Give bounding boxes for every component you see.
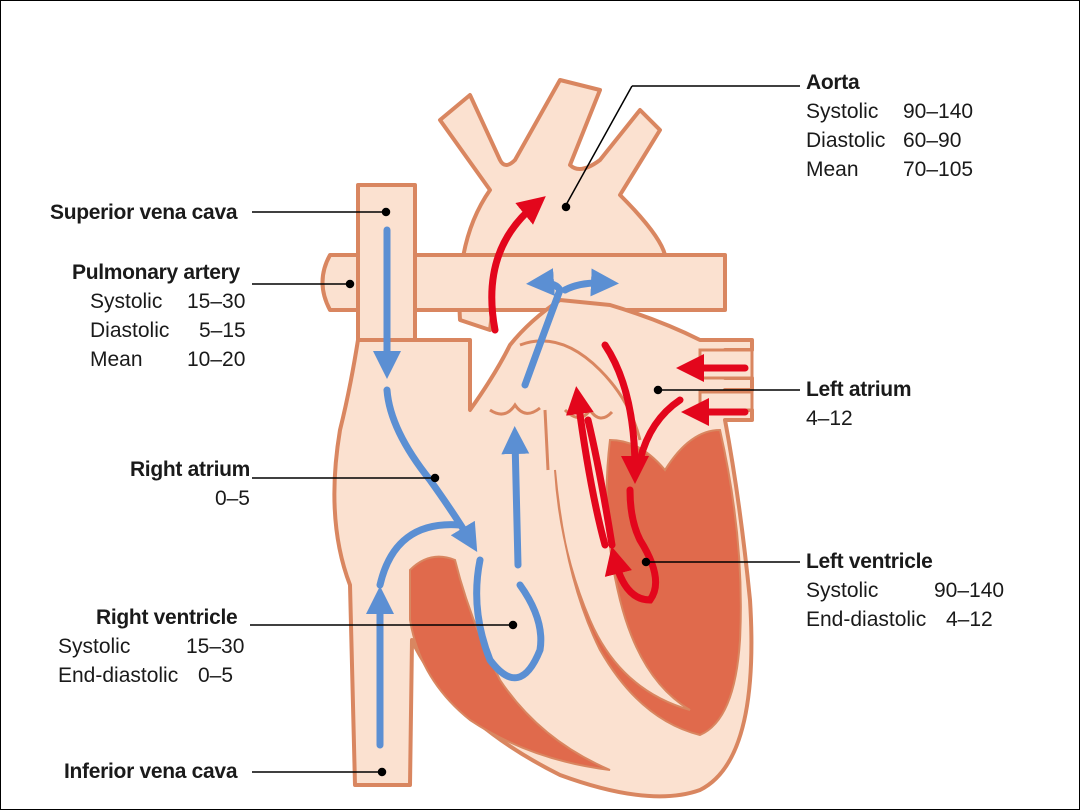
aorta-mean-value: 70–105 bbox=[903, 158, 974, 181]
pa-diastolic-value: 5–15 bbox=[199, 319, 246, 342]
right-ventricle-title: Right ventricle bbox=[96, 606, 238, 629]
right-atrium-title: Right atrium bbox=[129, 458, 250, 481]
label-pulmonary-artery: Pulmonary artery Systolic 15–30 Diastolic… bbox=[72, 258, 246, 374]
pa-mean-key: Mean bbox=[90, 348, 143, 371]
pulmonary-trunk bbox=[320, 253, 727, 312]
deoxygenated-flow bbox=[366, 226, 619, 749]
right-ventricle-wall bbox=[409, 555, 611, 771]
rv-end-diastolic-key: End-diastolic bbox=[58, 664, 179, 687]
la-flow-arrow-2 bbox=[636, 396, 684, 464]
left-ventricle-title: Left ventricle bbox=[806, 550, 933, 573]
rv-end-diastolic-value: 0–5 bbox=[198, 664, 234, 687]
ventricular-myocardium bbox=[554, 428, 742, 737]
lv-systolic-key: Systolic bbox=[806, 579, 879, 602]
rv-systolic-key: Systolic bbox=[58, 635, 131, 658]
label-aorta: Aorta Systolic 90–140 Diastolic 60–90 Mean… bbox=[806, 68, 973, 184]
oxygenated-flow bbox=[488, 196, 749, 604]
svc-title: Superior vena cava bbox=[50, 201, 238, 224]
left-atrium-value: 4–12 bbox=[806, 407, 853, 430]
pa-diastolic-key: Diastolic bbox=[90, 319, 170, 342]
aorta-systolic-value: 90–140 bbox=[903, 100, 974, 123]
label-left-atrium: Left atrium 4–12 bbox=[806, 375, 912, 433]
pulmonary-valve bbox=[489, 402, 541, 416]
lv-outflow-arrow-2 bbox=[584, 416, 616, 549]
pa-mean-value: 10–20 bbox=[187, 348, 246, 371]
label-right-atrium: Right atrium 0–5 bbox=[110, 455, 250, 513]
ivc-to-ra-arrow bbox=[376, 521, 464, 589]
pulmonary-veins bbox=[698, 348, 754, 412]
lv-end-diastolic-key: End-diastolic bbox=[806, 608, 927, 631]
aorta-title: Aorta bbox=[806, 71, 860, 94]
pa-systolic-key: Systolic bbox=[90, 290, 163, 313]
ivc-title: Inferior vena cava bbox=[64, 760, 238, 783]
tricuspid-arrow bbox=[473, 556, 545, 682]
aorta-systolic-key: Systolic bbox=[806, 100, 879, 123]
lv-flow-arrow bbox=[604, 486, 660, 604]
rv-systolic-value: 15–30 bbox=[186, 635, 245, 658]
pa-left-branch-arrow bbox=[526, 268, 564, 297]
aorta-diastolic-value: 60–90 bbox=[903, 129, 962, 152]
pulmonary-outflow-arrow bbox=[521, 286, 564, 389]
aorta-diastolic-key: Diastolic bbox=[806, 129, 886, 152]
pa-systolic-value: 15–30 bbox=[187, 290, 246, 313]
pa-right-branch-arrow bbox=[561, 268, 619, 297]
lv-systolic-value: 90–140 bbox=[934, 579, 1005, 602]
label-superior-vena-cava: Superior vena cava bbox=[50, 198, 238, 227]
lv-outflow-arrow bbox=[565, 386, 609, 549]
label-right-ventricle: Right ventricle Systolic 15–30 End-diasto… bbox=[58, 603, 244, 690]
label-left-ventricle: Left ventricle Systolic 90–140 End-diasto… bbox=[806, 547, 1004, 634]
rv-outflow-arrow bbox=[501, 426, 530, 569]
lv-end-diastolic-value: 4–12 bbox=[946, 608, 993, 631]
aorta-mean-key: Mean bbox=[806, 158, 859, 181]
la-flow-arrow bbox=[601, 341, 649, 484]
label-inferior-vena-cava: Inferior vena cava bbox=[64, 757, 238, 786]
right-atrium-value: 0–5 bbox=[214, 487, 250, 510]
pulmonary-artery-title: Pulmonary artery bbox=[72, 261, 240, 284]
left-atrium-title: Left atrium bbox=[806, 378, 912, 401]
leader-lines bbox=[250, 85, 800, 777]
aortic-arch-arrow bbox=[488, 196, 546, 334]
